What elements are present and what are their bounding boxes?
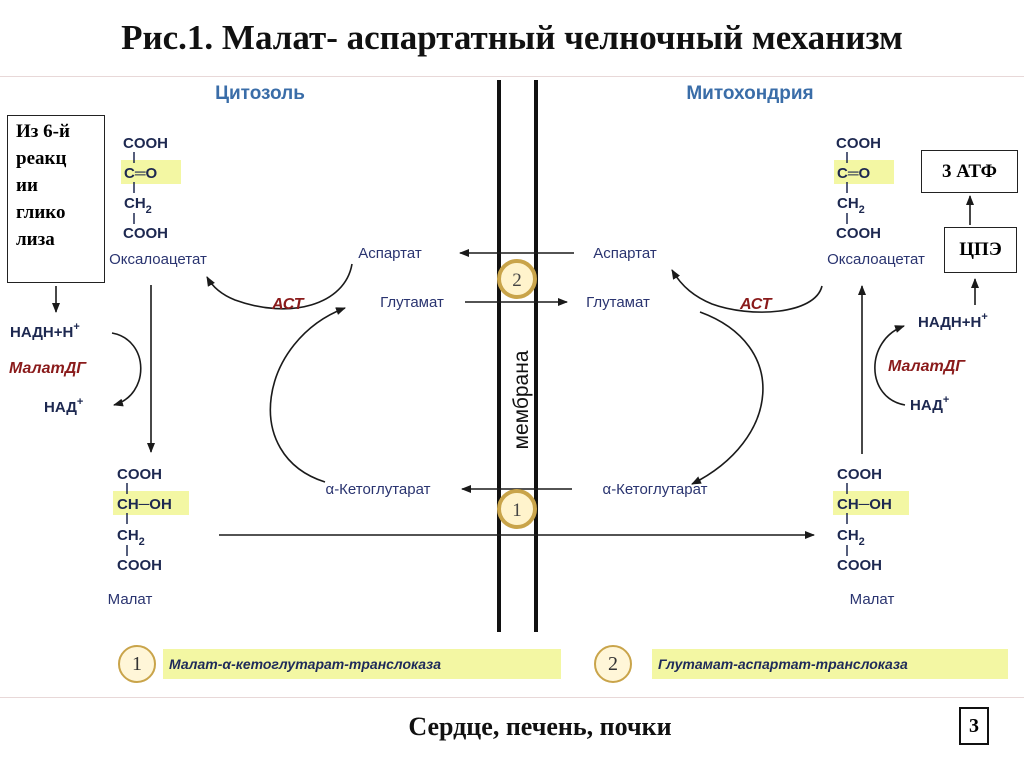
cytosol-aspartate-label: Аспартат xyxy=(358,245,422,262)
svg-text:CH2: CH2 xyxy=(124,195,152,216)
atf-box: 3 АТФ xyxy=(921,150,1018,193)
bottom-divider xyxy=(0,697,1024,698)
svg-text:COOH: COOH xyxy=(836,135,881,152)
transporter-1: 1 xyxy=(497,489,537,529)
mito-ast-label: АСТ xyxy=(739,296,773,313)
cytosol-malate-dh-label: МалатДГ xyxy=(9,360,87,377)
mito-malate-dh-label: МалатДГ xyxy=(888,358,966,375)
page-number: 3 xyxy=(959,707,989,745)
svg-text:C═O: C═O xyxy=(124,165,157,182)
mito-glutamate-to-ketoglutarate xyxy=(691,311,764,485)
svg-text:CH─OH: CH─OH xyxy=(117,496,172,513)
cytosol-glutamate-label: Глутамат xyxy=(380,294,444,311)
mito-aspartate-label: Аспартат xyxy=(593,245,657,262)
cytosol-nadh-label: НАДН+Н+ xyxy=(10,321,80,341)
cytosol-header: Цитозоль xyxy=(215,83,305,104)
svg-text:COOH: COOH xyxy=(123,135,168,152)
svg-text:CH─OH: CH─OH xyxy=(837,496,892,513)
svg-text:COOH: COOH xyxy=(836,225,881,242)
mito-ast-curve-to-aspartate xyxy=(671,269,823,313)
legend-1-label: Малат-α-кетоглутарат-транслоказа xyxy=(163,649,561,679)
cytosol-oxaloacetate-label: Оксалоацетат xyxy=(109,251,207,268)
svg-text:CH2: CH2 xyxy=(837,195,865,216)
svg-text:COOH: COOH xyxy=(837,466,882,483)
glycolysis-note-line-5: лиза xyxy=(16,229,55,250)
title-divider xyxy=(0,76,1024,77)
cytosol-oxaloacetate-formula: COOH C═O CH2 COOH xyxy=(121,135,181,242)
membrane-label: мембрана xyxy=(510,350,533,449)
mitochondria-header: Митохондрия xyxy=(686,83,813,104)
svg-text:COOH: COOH xyxy=(117,466,162,483)
legend-2-circle: 2 xyxy=(594,645,632,683)
svg-text:2: 2 xyxy=(512,270,522,291)
cytosol-nadh-to-nad-curve xyxy=(111,332,142,407)
mito-oxaloacetate-formula: COOH C═O CH2 COOH xyxy=(834,135,894,242)
cytosol-malate-formula: COOH CH─OH CH2 COOH xyxy=(113,466,189,574)
mito-nadh-label: НАДН+Н+ xyxy=(918,311,988,331)
svg-text:CH2: CH2 xyxy=(117,527,145,548)
glycolysis-note-box: Из 6-й реакц ии глико лиза xyxy=(7,115,105,283)
mito-oxaloacetate-label: Оксалоацетат xyxy=(827,251,925,268)
svg-text:COOH: COOH xyxy=(837,557,882,574)
cytosol-nad-label: НАД+ xyxy=(44,396,83,416)
svg-text:COOH: COOH xyxy=(117,557,162,574)
legend-2-label: Глутамат-аспартат-транслоказа xyxy=(652,649,1008,679)
legend-1-circle: 1 xyxy=(118,645,156,683)
svg-text:C═O: C═O xyxy=(837,165,870,182)
svg-text:1: 1 xyxy=(512,500,522,521)
bottom-caption: Сердце, печень, почки xyxy=(408,712,672,741)
mito-malate-label: Малат xyxy=(850,591,895,608)
glycolysis-note-line-2: реакц xyxy=(16,148,67,169)
mito-glutamate-label: Глутамат xyxy=(586,294,650,311)
mito-malate-formula: COOH CH─OH CH2 COOH xyxy=(833,466,909,574)
cytosol-ast-label: АСТ xyxy=(271,296,305,313)
cytosol-malate-label: Малат xyxy=(108,591,153,608)
cytosol-ketoglutarate-to-glutamate xyxy=(269,307,346,483)
cytosol-ast-curve-to-oxaloacetate xyxy=(206,263,353,310)
slide-title: Рис.1. Малат- аспартатный челночный меха… xyxy=(121,18,903,57)
cpe-box: ЦПЭ xyxy=(944,227,1017,273)
svg-text:COOH: COOH xyxy=(123,225,168,242)
svg-text:CH2: CH2 xyxy=(837,527,865,548)
mito-nad-label: НАД+ xyxy=(910,394,949,414)
glycolysis-note-line-1: Из 6-й xyxy=(16,121,70,142)
glycolysis-note-line-3: ии xyxy=(16,175,38,196)
glycolysis-note-line-4: глико xyxy=(16,202,66,223)
cytosol-ketoglutarate-label: α-Кетоглутарат xyxy=(326,481,431,498)
mito-nad-to-nadh-curve xyxy=(874,325,906,406)
mito-ketoglutarate-label: α-Кетоглутарат xyxy=(603,481,708,498)
transporter-2: 2 xyxy=(497,259,537,299)
